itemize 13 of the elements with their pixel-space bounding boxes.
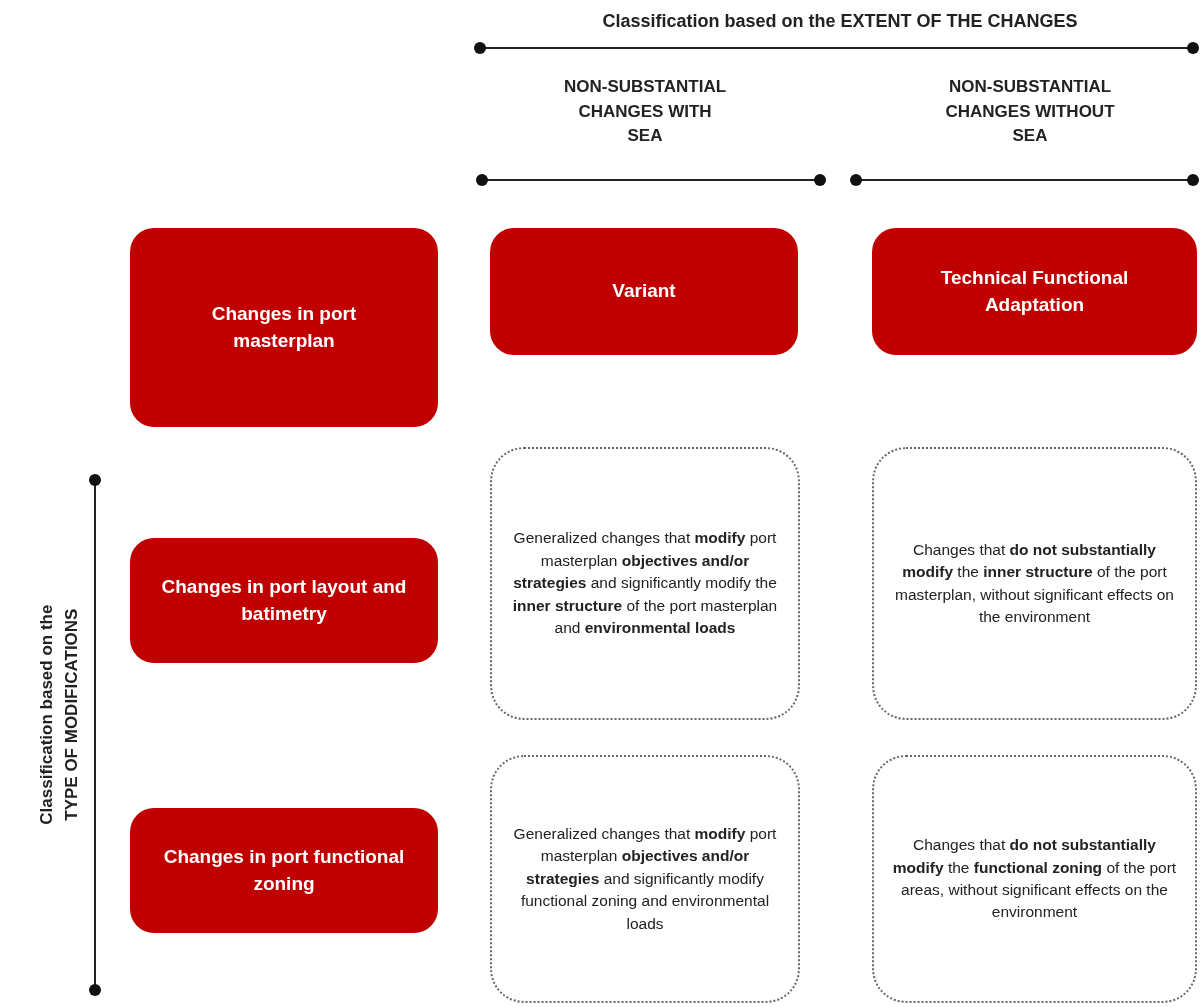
column-header: NON-SUBSTANTIAL CHANGES WITHOUT SEA xyxy=(944,76,1116,148)
description-box: Changes that do not substantially modify the inner structure of the port masterplan, without significant effects on the environment xyxy=(872,447,1197,720)
category-box: Variant xyxy=(490,228,798,355)
column-header: NON-SUBSTANTIAL CHANGES WITH SEA xyxy=(562,76,728,148)
description-box: Generalized changes that modify port masterplan objectives and/or strategies and significantly modify the inner structure of the port masterplan and environmental loads xyxy=(490,447,800,720)
category-box: Technical Functional Adaptation xyxy=(872,228,1197,355)
category-box: Changes in port masterplan xyxy=(130,228,438,427)
axis-title: Classification based on the EXTENT OF THE CHANGES xyxy=(601,10,1079,33)
description-box: Generalized changes that modify port masterplan objectives and/or strategies and significantly modify functional zoning and environmental loads xyxy=(490,755,800,1003)
category-box: Changes in port functional zoning xyxy=(130,808,438,933)
axis-title: Classification based on the TYPE OF MODIFICATIONS xyxy=(36,603,82,827)
category-box: Changes in port layout and batimetry xyxy=(130,538,438,663)
description-box: Changes that do not substantially modify the functional zoning of the port areas, without significant effects on the environment xyxy=(872,755,1197,1003)
